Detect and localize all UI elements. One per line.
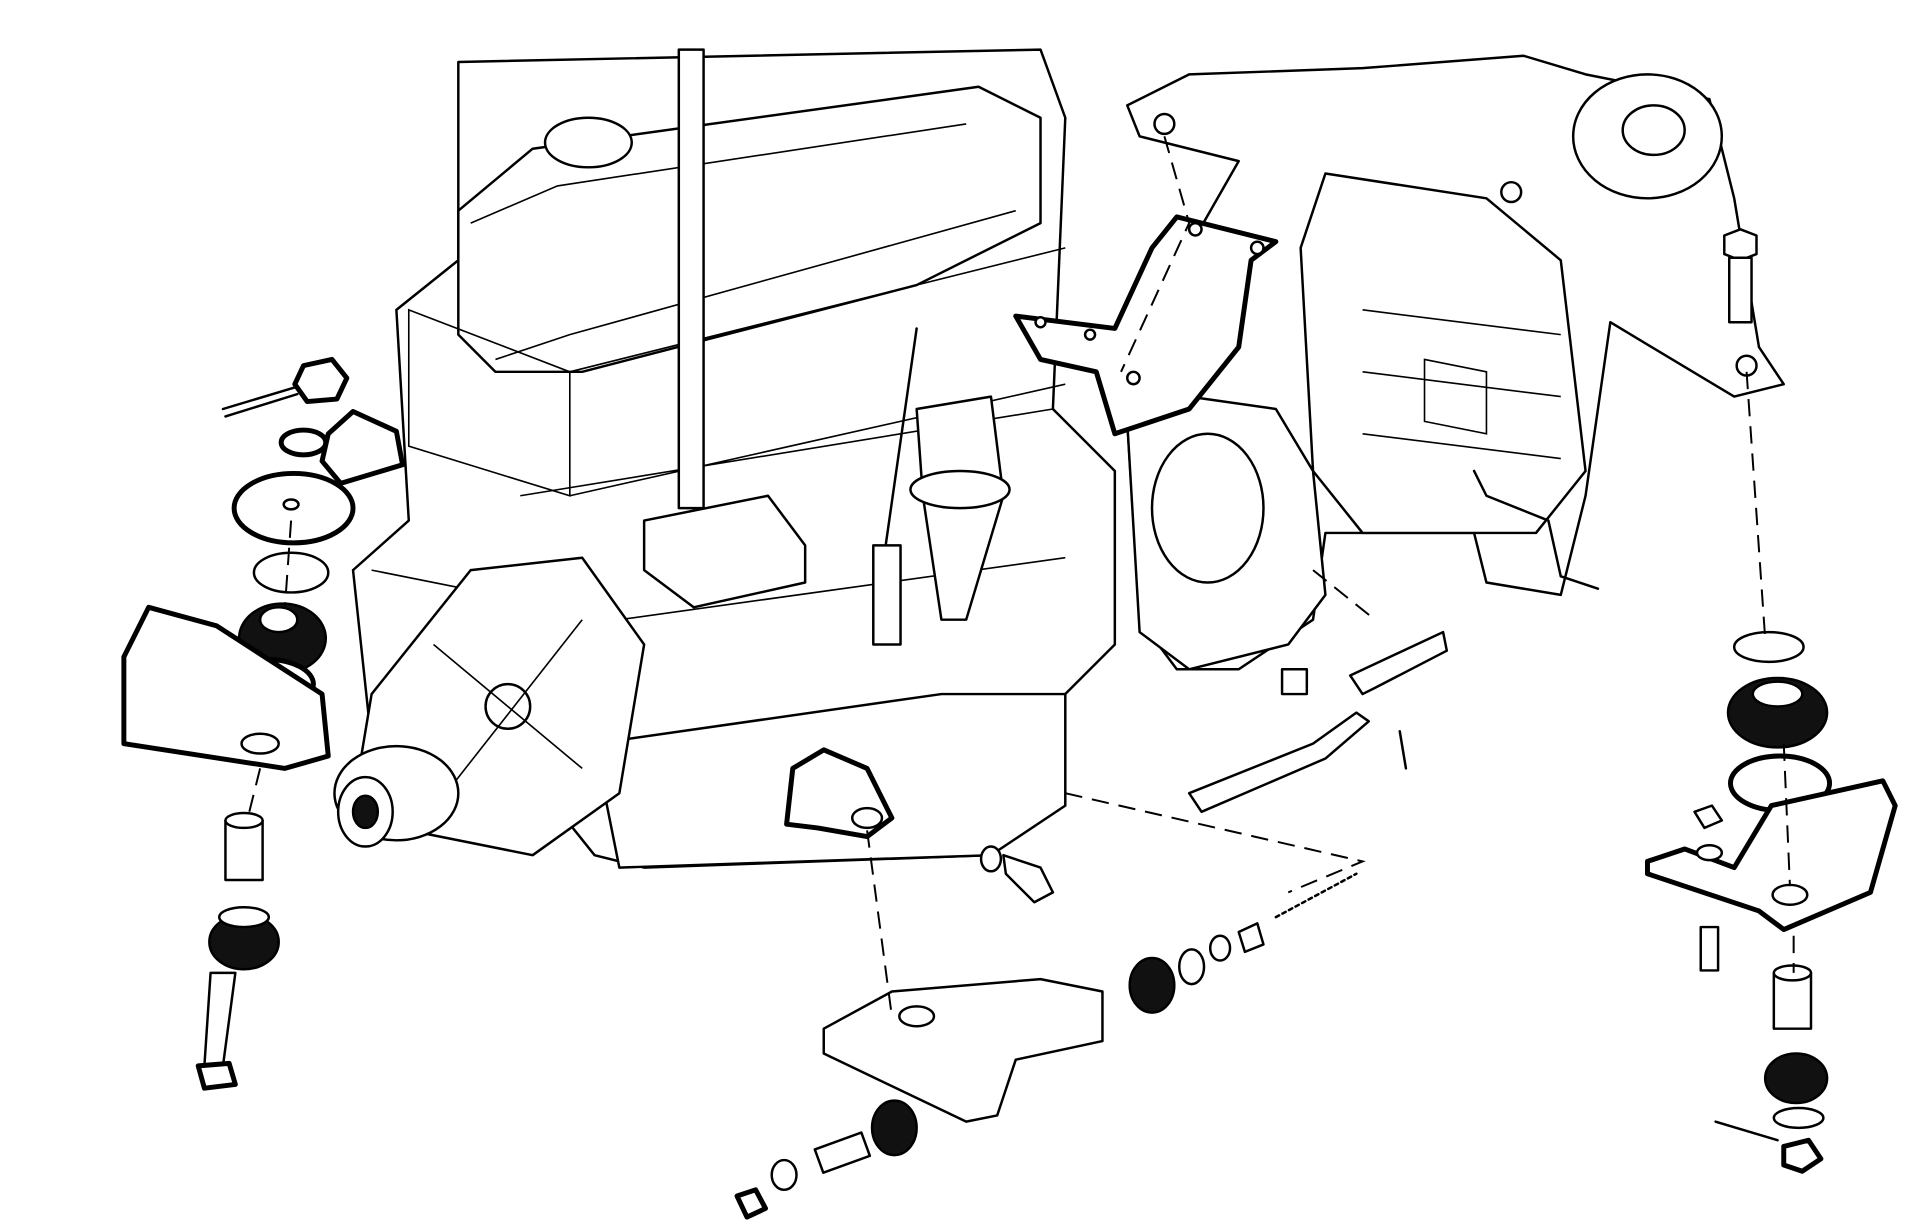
distance-tube — [224, 819, 264, 882]
hex-bolt — [1728, 256, 1753, 324]
adjuster-nut — [1237, 922, 1265, 954]
small-bolt — [1699, 925, 1720, 972]
starter-motor — [642, 494, 807, 609]
small-nut — [1693, 804, 1724, 830]
split-pin — [221, 385, 299, 418]
bolt-head — [195, 1060, 238, 1091]
throttle-rod — [884, 327, 918, 547]
lower-rubber-bush-right — [1763, 1052, 1829, 1105]
rear-distance-tube — [813, 1131, 872, 1175]
right-mount-stack — [1645, 228, 1898, 1174]
rear-rubber-bush-upper — [1128, 956, 1176, 1014]
washer-right — [1732, 630, 1805, 664]
mount-bolt — [203, 971, 237, 1068]
rear-crossmember-bracket — [822, 977, 1104, 1123]
gearbox-casing — [1299, 172, 1587, 535]
clevis-pin — [1280, 668, 1309, 696]
spring-washer — [979, 845, 1003, 873]
gear-selector-lever — [1472, 469, 1600, 590]
gearbox-mounting-bracket — [1013, 214, 1279, 437]
rear-mount-bracket — [1645, 778, 1898, 933]
oil-filler-cap — [543, 116, 633, 169]
dipstick-tube — [677, 48, 705, 510]
gearbox — [1125, 54, 1785, 671]
castle-nut — [292, 356, 350, 405]
alignment-lines — [246, 136, 1795, 1017]
hex-bolt-head — [1723, 228, 1758, 262]
left-mount-stack — [121, 356, 406, 1091]
castle-nut-right — [1781, 1137, 1824, 1174]
rear-rubber-bush-lower — [870, 1099, 918, 1157]
fuel-pump — [909, 395, 1011, 621]
cotter-pin — [1398, 730, 1408, 770]
rear-nut — [734, 1187, 768, 1220]
timing-cover — [333, 556, 646, 857]
split-pin-right — [1714, 1120, 1779, 1142]
foot-bolt — [1002, 853, 1055, 904]
clevis-bracket — [1348, 630, 1449, 696]
front-mount-bracket — [121, 604, 331, 771]
flat-washer — [252, 551, 330, 594]
washer — [278, 427, 329, 458]
tie-plate — [319, 409, 406, 486]
tensioner-spring — [1274, 872, 1358, 919]
tie-rod — [1187, 711, 1371, 814]
throttle-damper — [872, 544, 902, 646]
